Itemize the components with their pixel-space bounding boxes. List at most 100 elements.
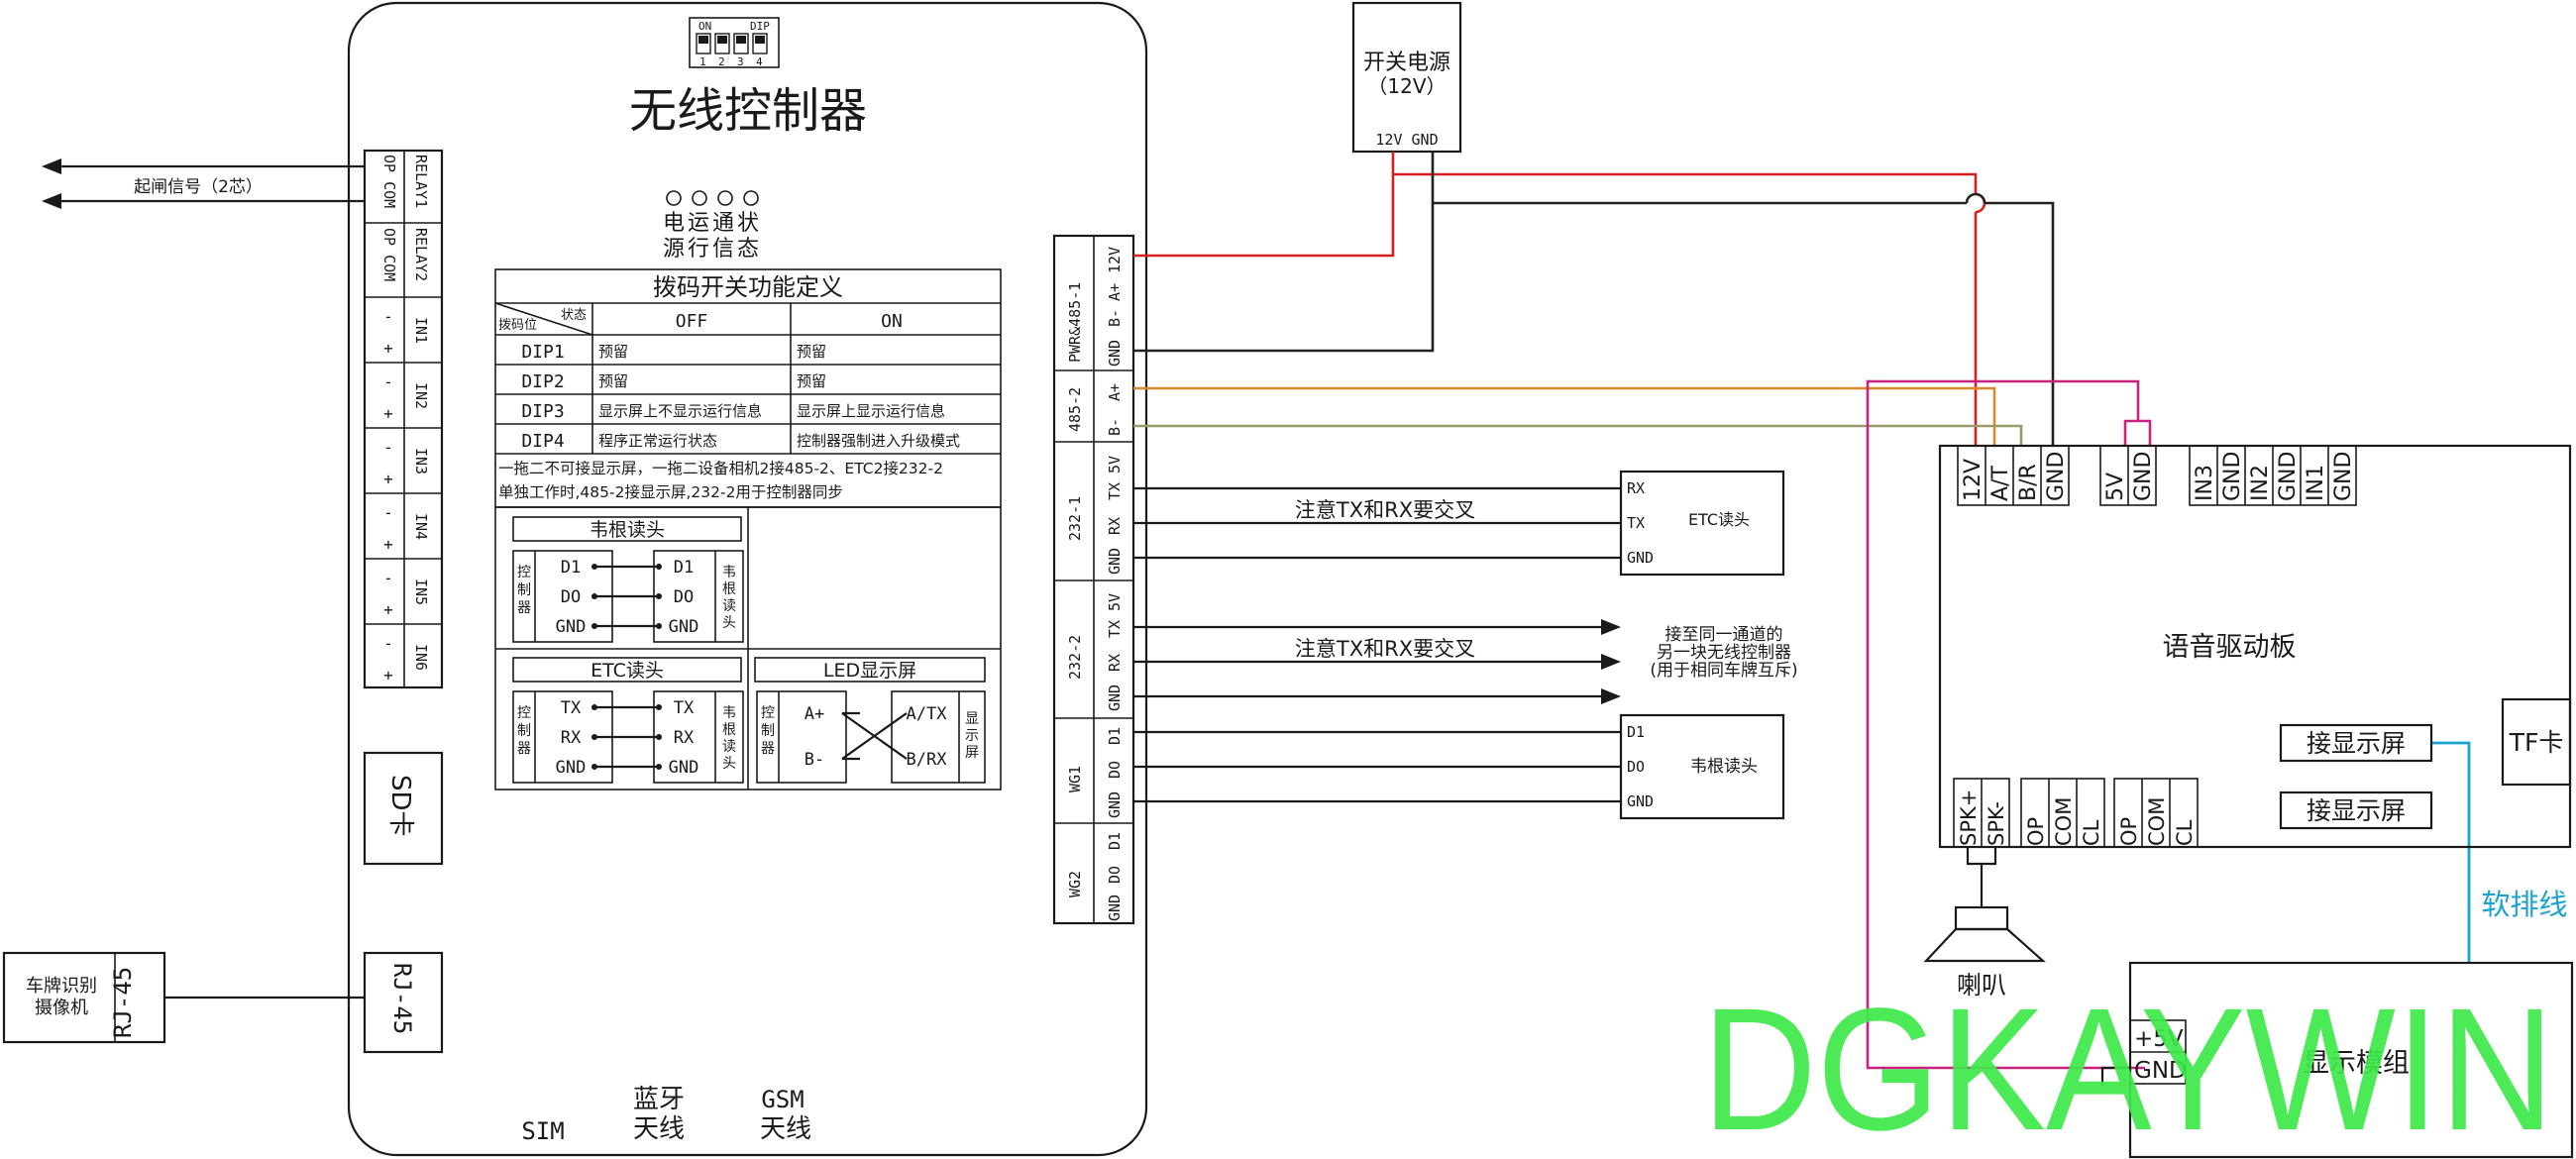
cross-note-2: 注意TX和RX要交叉 xyxy=(1295,637,1475,661)
arrow-right-icon xyxy=(1601,688,1621,704)
wiegand-mini-title: 韦根读头 xyxy=(590,519,665,541)
terminal-group-label: PWR&485-1 xyxy=(1066,282,1084,363)
voice-bottom-terminals xyxy=(1953,778,2199,848)
display-connector-label: 接显示屏 xyxy=(2307,729,2406,758)
controller-vertical-label: 控制器 xyxy=(761,705,775,757)
table-cell-off: 程序正常运行状态 xyxy=(598,432,717,450)
tf-card-label: TF卡 xyxy=(2509,728,2564,757)
pin-label: D1 xyxy=(1627,723,1645,741)
psu-label-2: （12V） xyxy=(1367,74,1446,98)
in-plus: + xyxy=(383,535,393,554)
wire-gnd-controller xyxy=(1133,152,1435,353)
pin-label: 12V xyxy=(1106,247,1124,273)
in-minus: - xyxy=(383,634,393,653)
sd-card-slot xyxy=(363,751,444,866)
pin-label: D1 xyxy=(1106,727,1124,745)
tf-card-slot xyxy=(2501,697,2572,787)
status-leds: 电运通状 源行信态 xyxy=(663,190,762,262)
arrow-left-icon xyxy=(42,193,61,209)
pin-label: 12V xyxy=(1961,459,1986,501)
pin-label: 5V xyxy=(2103,473,2128,501)
etc-mini-title: ETC读头 xyxy=(590,660,664,682)
input-label: IN1 xyxy=(412,317,430,344)
pin-label: B/RX xyxy=(907,750,948,770)
pin-label: B- xyxy=(805,750,824,770)
controller-enclosure xyxy=(347,1,1148,1157)
pin-label: GND xyxy=(556,758,587,778)
display-vertical-label: 显示屏 xyxy=(965,711,979,761)
pin-label: TX xyxy=(1106,620,1124,638)
input-label: IN6 xyxy=(412,644,430,671)
arrow-right-icon xyxy=(1601,619,1621,635)
pin-label: 5V xyxy=(1106,593,1124,611)
input-label: IN4 xyxy=(412,513,430,540)
led-labels-row2: 源行信态 xyxy=(663,237,762,262)
in-minus: - xyxy=(383,569,393,587)
watermark: DGKAYWIN xyxy=(1702,973,2554,1159)
controller-vertical-label: 控制器 xyxy=(517,705,531,757)
voice-driver-board: 12V A/T B/R GND 5V GND IN3 GND IN2 GND I… xyxy=(1938,444,2572,849)
voice-board-title: 语音驱动板 xyxy=(2163,632,2297,663)
psu-label-1: 开关电源 xyxy=(1363,51,1450,75)
in-minus: - xyxy=(383,503,393,522)
pin-label: DO xyxy=(1106,866,1124,884)
table-cell-on: 显示屏上显示运行信息 xyxy=(797,402,945,420)
pin-label: GND xyxy=(2134,1058,2187,1084)
camera-rj45-label: RJ-45 xyxy=(109,967,137,1038)
pin-label: GND xyxy=(2276,452,2301,501)
cross-note-1: 注意TX和RX要交叉 xyxy=(1295,498,1475,522)
in-plus: + xyxy=(383,404,393,423)
table-note-2: 单独工作时,485-2接显示屏,232-2用于控制器同步 xyxy=(498,483,843,501)
dip-num: 3 xyxy=(737,55,744,68)
pin-label: GND xyxy=(669,758,699,778)
terminal-group-label: 232-1 xyxy=(1066,496,1084,541)
terminal-group-label: WG1 xyxy=(1066,766,1084,792)
bluetooth-label: 蓝牙 xyxy=(633,1085,685,1114)
input-label: IN5 xyxy=(412,579,430,605)
pin-label: OP xyxy=(2117,817,2141,846)
pin-label: A/T xyxy=(1988,466,2013,501)
pin-label: GND xyxy=(1106,895,1124,921)
pin-label: GND xyxy=(1106,340,1124,367)
etc-mini: ETC读头 控制器 TX RX GND TX RX GND 韦根读头 xyxy=(512,657,744,784)
dip-num: 4 xyxy=(756,55,763,68)
speaker: 喇叭 xyxy=(1923,847,2046,1000)
relay2-label: RELAY2 xyxy=(412,228,430,281)
etc-reader-label: ETC读头 xyxy=(1688,510,1750,529)
wiegand-mini: 韦根读头 控制器 D1 DO GND D1 DO GND 韦根读头 xyxy=(512,516,744,643)
power-supply: 开关电源 （12V） 12V GND xyxy=(1351,1,1462,154)
pin-label: TX xyxy=(561,698,582,718)
gsm-antenna-label: 天线 xyxy=(760,1114,811,1144)
pin-label: DO xyxy=(561,587,581,607)
table-cell-off: 预留 xyxy=(598,343,628,361)
pin-label: DO xyxy=(1627,758,1645,776)
table-header-off: OFF xyxy=(676,311,708,332)
pin-label: OP xyxy=(2024,817,2048,846)
led-icon xyxy=(666,190,682,206)
terminal-group-label: WG2 xyxy=(1066,871,1084,897)
controller-vertical-label: 控制器 xyxy=(517,565,531,616)
wire-gnd-voice xyxy=(1985,201,2055,446)
wiegand-reader-label: 韦根读头 xyxy=(1690,757,1758,777)
table-cell-on: 预留 xyxy=(797,372,826,390)
input-label: IN2 xyxy=(412,382,430,409)
camera-label-2: 摄像机 xyxy=(35,998,88,1018)
ribbon-cable xyxy=(2432,741,2471,963)
dip-label: DIP xyxy=(750,20,770,33)
sync-note-1: 接至同一通道的 xyxy=(1665,625,1783,645)
pin-label: A+ xyxy=(1106,383,1124,401)
pin-label: CL xyxy=(2173,819,2197,846)
in-plus: + xyxy=(383,600,393,619)
display-connector-1 xyxy=(2279,723,2433,763)
pin-label: IN3 xyxy=(2193,465,2217,501)
bluetooth-antenna-label: 天线 xyxy=(633,1114,685,1144)
pin-label: GND xyxy=(1106,791,1124,818)
table-note-1: 一拖二不可接显示屏，一拖二设备相机2接485-2、ETC2接232-2 xyxy=(498,460,943,477)
etc-vertical-label: 韦根读头 xyxy=(722,705,736,772)
in-minus: - xyxy=(383,307,393,326)
pin-label: D1 xyxy=(674,558,694,578)
gate-signal-label: 起闸信号（2芯） xyxy=(134,177,263,197)
pin-label: GND xyxy=(1627,792,1654,810)
sync-arrows: 注意TX和RX要交叉 接至同一通道的 另一块无线控制器 (用于相同车牌互斥) xyxy=(1133,619,1798,704)
